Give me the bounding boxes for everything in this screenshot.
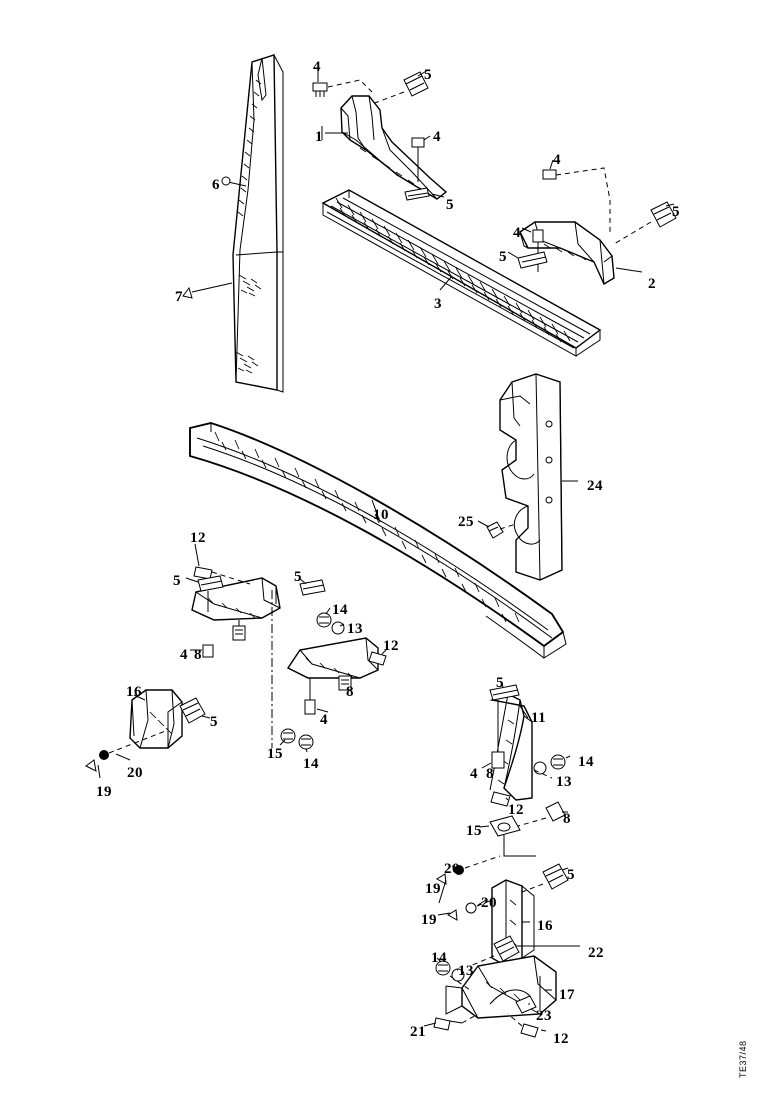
callout-6: 6: [212, 177, 220, 193]
callout-4-a: 4: [313, 59, 321, 75]
callout-5-e: 5: [173, 573, 181, 589]
callout-4-b: 4: [433, 129, 441, 145]
callout-21: 21: [410, 1024, 426, 1040]
callout-5-g: 5: [210, 714, 218, 730]
bracket-middle-left: [185, 543, 281, 748]
callout-20-c: 20: [481, 895, 497, 911]
part-6-side-panel: [182, 54, 284, 393]
callout-13-a: 13: [347, 621, 363, 637]
callout-1: 1: [315, 129, 323, 145]
callout-5-c: 5: [672, 204, 680, 220]
callout-19-c: 19: [425, 881, 441, 897]
callout-12-d: 12: [553, 1031, 569, 1047]
part-17-lower-cross-member: [423, 935, 580, 1038]
part-16-left-bracket: [85, 689, 211, 779]
callout-11: 11: [531, 710, 547, 726]
callout-25: 25: [458, 514, 474, 530]
callout-12-a: 12: [190, 530, 206, 546]
part-11-curved-stay: [479, 681, 571, 857]
callout-4-d: 4: [513, 225, 521, 241]
bracket-middle-center: [279, 577, 387, 753]
callout-8-a: 8: [194, 647, 202, 663]
part-1-front-bracket: [321, 95, 448, 200]
callout-13-b: 13: [556, 774, 572, 790]
part-2-right-bracket: [507, 159, 677, 286]
callout-19-a: 19: [96, 784, 112, 800]
callout-14-d: 14: [431, 950, 447, 966]
callout-10: 10: [373, 507, 389, 523]
callout-15-a: 15: [267, 746, 283, 762]
callout-20-b: 20: [444, 861, 460, 877]
callout-15-b: 15: [466, 823, 482, 839]
callout-19-b: 19: [421, 912, 437, 928]
part-24-side-panel: [477, 373, 578, 581]
reference-code: TE37/48: [738, 1040, 748, 1078]
callout-4-g: 4: [470, 766, 478, 782]
callout-12-b: 12: [383, 638, 399, 654]
callout-4-e: 4: [180, 647, 188, 663]
callout-12-c: 12: [508, 802, 524, 818]
part-10-reinforcement-beam: [189, 422, 567, 659]
fasteners-upper-left: [312, 69, 445, 201]
callout-5-i: 5: [567, 867, 575, 883]
callout-3: 3: [434, 296, 442, 312]
callout-16-a: 16: [126, 684, 142, 700]
callout-5-f: 5: [294, 569, 302, 585]
callout-23: 23: [536, 1008, 552, 1024]
callout-14-a: 14: [332, 602, 348, 618]
callout-24: 24: [587, 478, 603, 494]
callout-20-a: 20: [127, 765, 143, 781]
callout-4-c: 4: [553, 152, 561, 168]
callout-13-c: 13: [458, 963, 474, 979]
callout-2: 2: [648, 276, 656, 292]
callout-17: 17: [559, 987, 575, 1003]
part-3-rail-beam: [321, 189, 602, 357]
callout-16-b: 16: [537, 918, 553, 934]
callout-8-b: 8: [346, 684, 354, 700]
callout-5-d: 5: [499, 249, 507, 265]
callout-14-c: 14: [578, 754, 594, 770]
callout-4-f: 4: [320, 712, 328, 728]
callout-8-c: 8: [486, 766, 494, 782]
callout-14-b: 14: [303, 756, 319, 772]
callout-8-d: 8: [563, 811, 571, 827]
callout-22: 22: [588, 945, 604, 961]
callout-5-b: 5: [446, 197, 454, 213]
callout-7: 7: [175, 289, 183, 305]
callout-5-h: 5: [496, 675, 504, 691]
callout-5-a: 5: [424, 67, 432, 83]
